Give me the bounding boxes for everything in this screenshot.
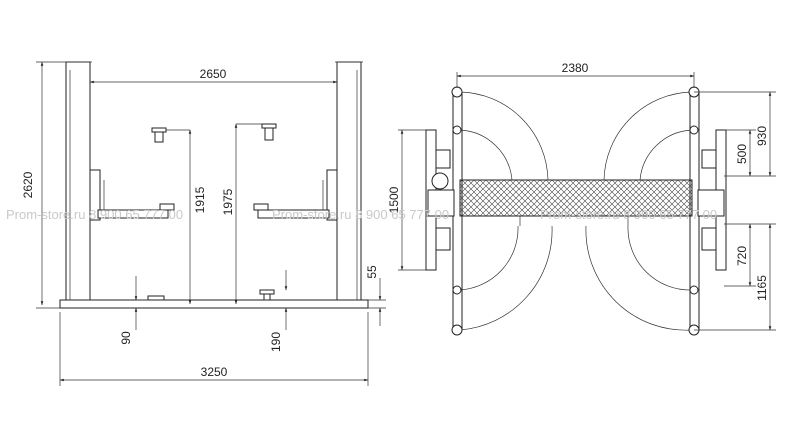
left-lift-arm xyxy=(90,169,175,221)
left-column xyxy=(64,61,92,301)
cross-beam xyxy=(459,179,693,217)
dim-55: 55 xyxy=(365,265,379,279)
watermark-left: Prom-store.ru 8 900 65 777 00 xyxy=(6,207,183,222)
base-plate xyxy=(59,299,369,309)
dim-90: 90 xyxy=(119,331,133,345)
right-column xyxy=(335,61,363,301)
dim-720: 720 xyxy=(735,246,749,266)
raised-pad-left xyxy=(151,127,190,143)
dim-1165: 1165 xyxy=(755,275,769,301)
lowered-pad-right xyxy=(259,289,275,301)
dim-930: 930 xyxy=(755,126,769,146)
watermark-middle: Prom-store.ru 8 900 65 777 00 xyxy=(272,207,449,222)
dim-2620: 2620 xyxy=(21,171,35,198)
dim-2650: 2650 xyxy=(200,67,227,81)
dim-3250: 3250 xyxy=(201,365,228,379)
dim-1975: 1975 xyxy=(221,188,235,215)
watermark: Prom-store.ru 8 900 65 777 00 Prom-store… xyxy=(6,207,717,222)
raised-pad-right xyxy=(236,123,277,141)
watermark-right: Prom-store.ru 8 900 65 777 00 xyxy=(540,207,717,222)
dim-500: 500 xyxy=(735,144,749,164)
right-lift-arm xyxy=(253,169,337,221)
top-view: 2380 1500 930 500 720 1165 xyxy=(387,61,776,336)
dim-1915: 1915 xyxy=(193,186,207,213)
dim-1500: 1500 xyxy=(387,186,401,213)
dim-190: 190 xyxy=(269,332,283,352)
lowered-pad-left xyxy=(136,295,165,301)
dim-2380: 2380 xyxy=(562,61,589,75)
top-left-column xyxy=(425,92,463,330)
front-view: 2650 2620 1915 1975 90 190 55 3250 xyxy=(21,61,386,386)
arm-swing-arcs xyxy=(459,91,693,331)
